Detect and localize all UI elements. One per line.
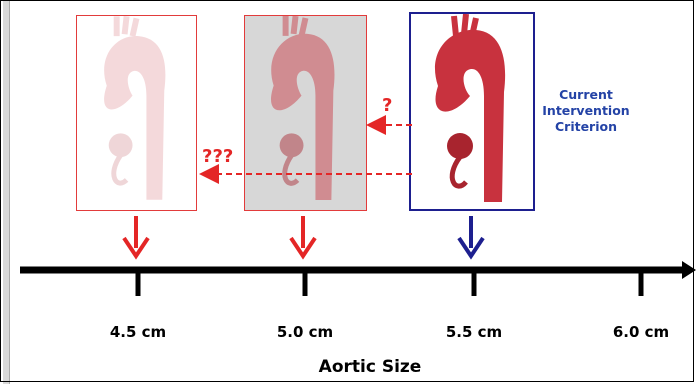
down-arrow-4-5	[124, 216, 148, 256]
tick-label-5-0: 5.0 cm	[265, 323, 345, 341]
question-mark-near: ?	[382, 95, 392, 116]
criterion-line-1: Current	[536, 87, 636, 103]
criterion-line-3: Criterion	[536, 119, 636, 135]
question-mark-far: ???	[202, 146, 233, 167]
axis-arrowhead	[682, 261, 696, 279]
tick-label-5-5: 5.5 cm	[434, 323, 514, 341]
criterion-line-2: Intervention	[536, 103, 636, 119]
axis-title: Aortic Size	[270, 357, 470, 377]
down-arrow-5-0	[291, 216, 315, 256]
down-arrow-5-5	[459, 216, 483, 256]
tick-label-6-0: 6.0 cm	[601, 323, 681, 341]
tick-label-4-5: 4.5 cm	[98, 323, 178, 341]
criterion-label: Current Intervention Criterion	[536, 87, 636, 135]
